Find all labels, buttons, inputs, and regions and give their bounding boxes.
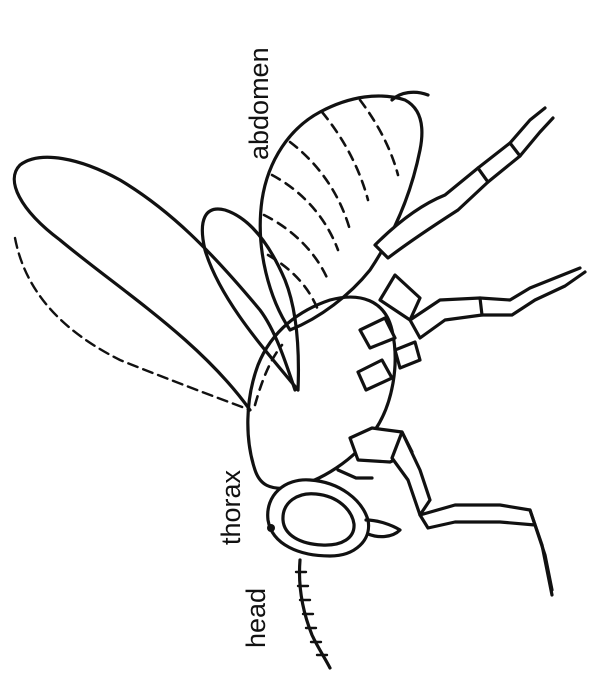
head <box>267 480 400 556</box>
label-head: head <box>243 588 270 648</box>
eye-dot <box>267 524 275 532</box>
label-abdomen: abdomen <box>246 47 273 160</box>
upper-wing <box>14 157 295 410</box>
label-thorax: thorax <box>218 470 245 545</box>
antenna <box>296 560 330 668</box>
